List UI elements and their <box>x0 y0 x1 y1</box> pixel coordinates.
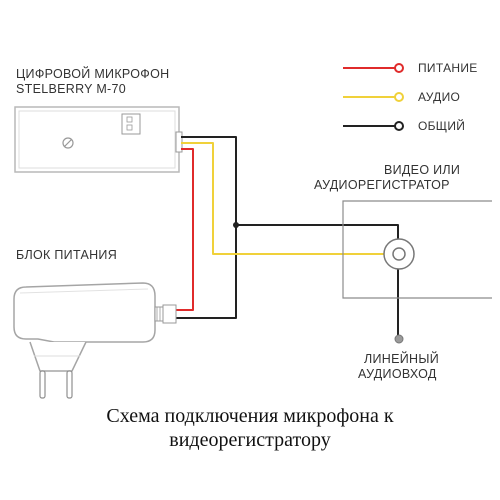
plug-pin-right <box>66 370 73 399</box>
power-wire <box>176 148 194 311</box>
wires <box>176 136 399 337</box>
power-supply-label: БЛОК ПИТАНИЯ <box>16 248 118 262</box>
dip-switch-icon <box>121 113 141 135</box>
recorder-label-line2: АУДИОРЕГИСТРАТОР <box>314 178 450 192</box>
ps-terminal-block <box>162 304 177 324</box>
legend-common-dot <box>394 121 404 131</box>
common-wire-branch <box>236 224 399 337</box>
microphone-label-line2: STELBERRY M-70 <box>16 82 127 96</box>
common-wire <box>176 136 237 319</box>
legend-audio-dot <box>394 92 404 102</box>
legend-power-label: ПИТАНИЕ <box>418 61 478 75</box>
caption-line2: видеорегистратору <box>169 429 331 451</box>
recorder-device <box>342 200 492 344</box>
microphone-device <box>14 106 183 173</box>
power-supply-device <box>13 282 177 399</box>
diagram-caption: Схема подключения микрофона к видеорегис… <box>0 404 500 452</box>
caption-line1: Схема подключения микрофона к <box>106 405 394 427</box>
junction-dot <box>233 222 239 228</box>
audio-wire <box>181 142 398 255</box>
recorder-label-line1: ВИДЕО ИЛИ <box>384 163 461 177</box>
legend-power-dot <box>394 63 404 73</box>
microphone-label-line1: ЦИФРОВОЙ МИКРОФОН <box>16 67 170 81</box>
plug-pin-left <box>39 370 46 399</box>
legend-swatches <box>343 63 404 131</box>
legend-common-label: ОБЩИЙ <box>418 119 466 133</box>
legend-audio-label: АУДИО <box>418 90 461 104</box>
line-input-dot <box>394 334 404 344</box>
line-input-label-line2: АУДИОВХОД <box>358 367 437 381</box>
line-input-label-line1: ЛИНЕЙНЫЙ <box>364 352 440 366</box>
